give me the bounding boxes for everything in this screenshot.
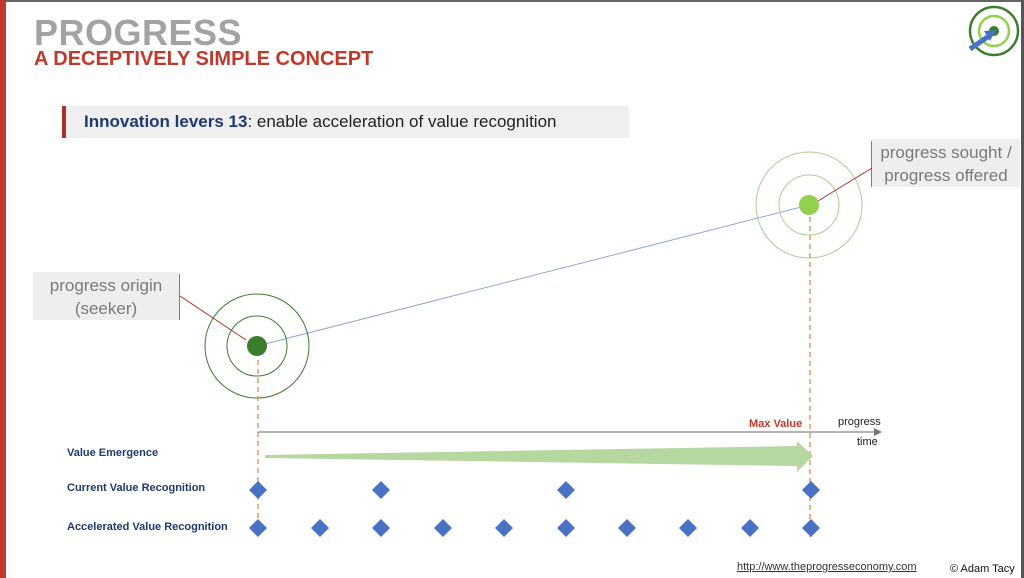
progress-axis-label: progress: [838, 416, 881, 428]
time-axis-arrowhead: [874, 428, 882, 436]
footer-copyright: © Adam Tacy: [950, 563, 1015, 575]
current-recognition-markers: [249, 481, 820, 499]
sought-target: [755, 151, 863, 259]
progress-path-line: [256, 204, 810, 347]
sought-callout-leader: [817, 167, 873, 202]
value-emergence-arrow: [265, 441, 813, 472]
left-accent-bar: [0, 0, 6, 578]
footer-website-link[interactable]: http://www.theprogresseconomy.com: [737, 561, 917, 573]
accelerated-diamond: [618, 519, 636, 537]
accelerated-diamond: [679, 519, 697, 537]
max-value-label: Max Value: [749, 418, 803, 430]
origin-callout-line2: (seeker): [74, 299, 138, 318]
current-diamond: [557, 481, 575, 499]
accelerated-diamond: [311, 519, 329, 537]
accelerated-diamond: [434, 519, 452, 537]
accelerated-diamond: [557, 519, 575, 537]
origin-callout: progress origin (seeker): [33, 272, 179, 320]
current-diamond: [802, 481, 820, 499]
time-axis-label: time: [857, 436, 878, 448]
origin-callout-leader: [179, 295, 247, 341]
accelerated-recognition-label: Accelerated Value Recognition: [67, 521, 228, 533]
slide-subtitle: A DECEPTIVELY SIMPLE CONCEPT: [34, 48, 374, 70]
sought-callout-line1: progress sought /: [880, 143, 1012, 162]
slide-title: PROGRESS: [34, 12, 243, 53]
logo-target-icon: [968, 5, 1020, 57]
current-diamond: [249, 481, 267, 499]
origin-callout-line1: progress origin: [49, 276, 163, 295]
accelerated-diamond: [495, 519, 513, 537]
lever-banner-bold: Innovation levers 13: [84, 112, 248, 131]
current-recognition-label: Current Value Recognition: [67, 482, 206, 494]
accelerated-recognition-markers: [249, 519, 820, 537]
right-edge: [1021, 0, 1024, 578]
origin-target: [204, 293, 310, 399]
lever-banner-text: : enable acceleration of value recogniti…: [247, 112, 557, 131]
accelerated-diamond: [249, 519, 267, 537]
top-edge: [0, 0, 1024, 2]
current-diamond: [372, 481, 390, 499]
lever-banner: Innovation levers 13: enable acceleratio…: [62, 106, 629, 138]
accelerated-diamond: [802, 519, 820, 537]
sought-callout: progress sought / progress offered: [872, 139, 1020, 187]
sought-callout-line2: progress offered: [884, 166, 1008, 185]
accelerated-diamond: [372, 519, 390, 537]
accelerated-diamond: [741, 519, 759, 537]
value-emergence-label: Value Emergence: [67, 447, 159, 459]
